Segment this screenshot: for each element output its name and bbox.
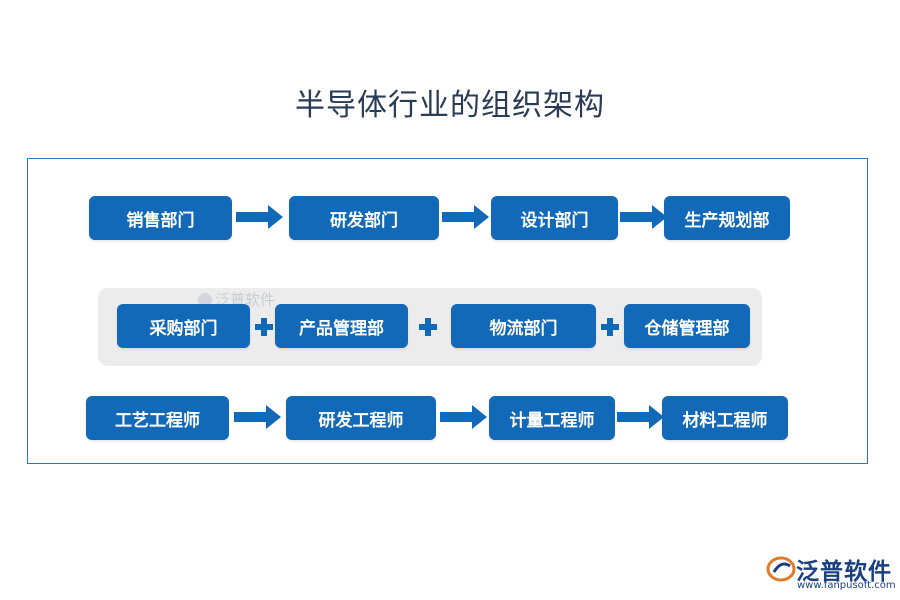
arrow-right-icon [442,205,489,229]
brand-logo-url: www.fanpusoft.com [797,580,896,591]
diagram-frame [27,158,868,464]
node-product-management: 产品管理部 [275,304,408,348]
node-metrology-engineer: 计量工程师 [489,396,615,440]
node-design: 设计部门 [491,196,618,240]
node-rnd: 研发部门 [289,196,439,240]
node-rnd-engineer: 研发工程师 [286,396,436,440]
arrow-right-icon [620,205,667,229]
node-logistics: 物流部门 [451,304,596,348]
arrow-right-icon [234,405,281,429]
node-production-planning: 生产规划部 [664,196,790,240]
node-materials-engineer: 材料工程师 [662,396,788,440]
brand-logo: 泛普软件 [766,552,892,586]
arrow-right-icon [440,405,487,429]
brand-logo-name: 泛普软件 [796,559,892,585]
node-warehouse-management: 仓储管理部 [624,304,750,348]
arrow-right-icon [236,205,283,229]
plus-icon [419,318,437,336]
diagram-title: 半导体行业的组织架构 [295,88,605,123]
plus-icon [601,318,619,336]
node-sales: 销售部门 [89,196,232,240]
brand-logo-icon [766,556,796,582]
arrow-right-icon [617,405,664,429]
node-purchasing: 采购部门 [117,304,250,348]
plus-icon [255,318,273,336]
node-process-engineer: 工艺工程师 [86,396,229,440]
